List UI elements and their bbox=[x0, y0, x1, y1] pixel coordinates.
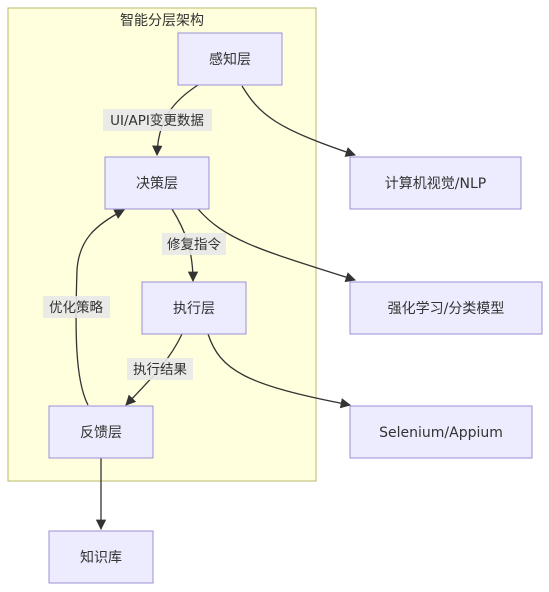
nodes: 感知层 决策层 执行层 反馈层 知识库 计算机视觉/NLP 强化学习/分类模型 bbox=[48, 32, 543, 584]
node-decision-label: 决策层 bbox=[136, 175, 178, 192]
node-selenium-label: Selenium/Appium bbox=[379, 425, 503, 441]
node-perception[interactable]: 感知层 bbox=[177, 32, 283, 86]
edge-label-exec-result-text: 执行结果 bbox=[133, 362, 187, 378]
edge-label-exec-result: 执行结果 bbox=[127, 358, 193, 380]
node-knowledge-label: 知识库 bbox=[80, 549, 122, 566]
node-selenium[interactable]: Selenium/Appium bbox=[349, 405, 533, 459]
edge-label-optimize-text: 优化策略 bbox=[49, 299, 103, 316]
edge-feedback-decision bbox=[75, 209, 125, 406]
edge-label-optimize: 优化策略 bbox=[43, 296, 110, 318]
node-feedback[interactable]: 反馈层 bbox=[48, 405, 154, 459]
edge-decision-rl bbox=[197, 208, 356, 283]
node-cv-nlp[interactable]: 计算机视觉/NLP bbox=[349, 156, 522, 210]
node-cv-nlp-label: 计算机视觉/NLP bbox=[385, 176, 486, 192]
edge-label-ui-api-text: UI/API变更数据 bbox=[110, 113, 204, 129]
edge-label-repair-text: 修复指令 bbox=[167, 236, 221, 253]
node-rl-label: 强化学习/分类模型 bbox=[388, 301, 505, 317]
edge-labels: UI/API变更数据 修复指令 执行结果 优化策略 bbox=[43, 109, 226, 380]
edge-label-ui-api: UI/API变更数据 bbox=[103, 109, 212, 131]
node-execution[interactable]: 执行层 bbox=[141, 281, 247, 335]
node-knowledge[interactable]: 知识库 bbox=[48, 530, 154, 584]
node-decision[interactable]: 决策层 bbox=[104, 156, 210, 210]
edges bbox=[75, 84, 356, 531]
node-perception-label: 感知层 bbox=[209, 51, 251, 68]
edge-execution-selenium bbox=[207, 333, 352, 409]
node-execution-label: 执行层 bbox=[173, 301, 215, 317]
cluster-title: 智能分层架构 bbox=[120, 13, 204, 29]
edge-label-repair: 修复指令 bbox=[162, 233, 226, 255]
node-rl[interactable]: 强化学习/分类模型 bbox=[349, 281, 543, 335]
edge-perception-cv bbox=[241, 85, 356, 157]
node-feedback-label: 反馈层 bbox=[80, 425, 122, 441]
